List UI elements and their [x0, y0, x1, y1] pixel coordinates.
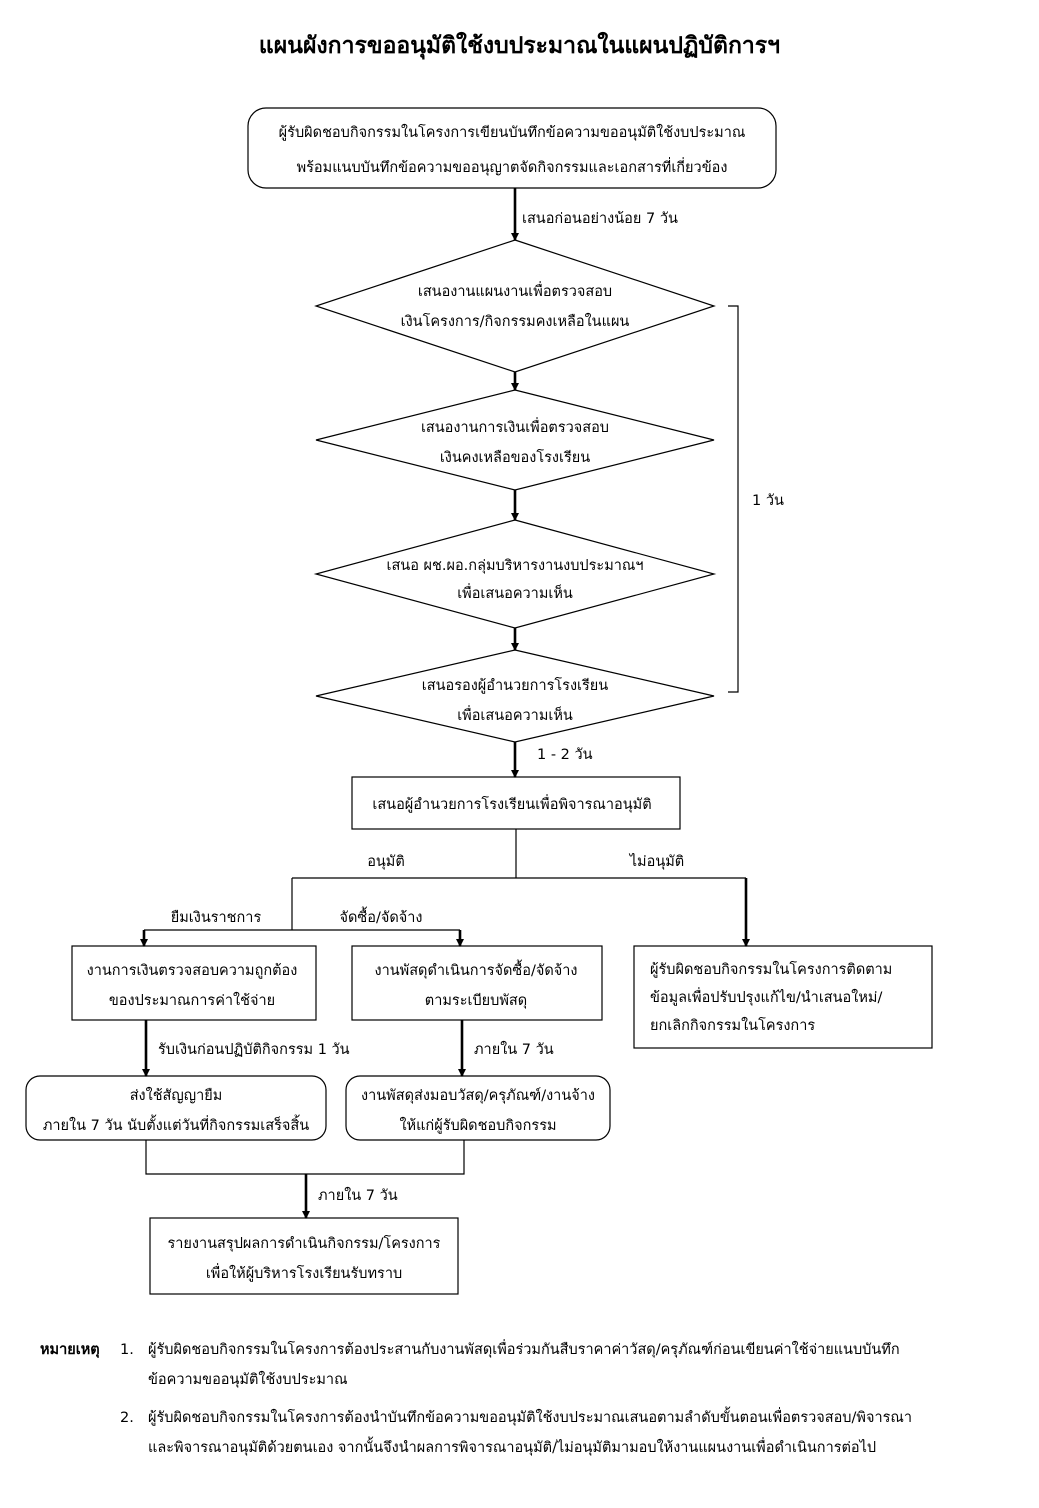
finance-box: [71, 945, 317, 1021]
loan-box-line-2: ภายใน 7 วัน นับตั้งแต่วันที่กิจกรรมเสร็จ…: [43, 1114, 309, 1134]
label-purchase: จัดซื้อ/จัดจ้าง: [340, 906, 423, 926]
finance-box-line-2: ของประมาณการค่าใช้จ่าย: [109, 991, 275, 1009]
label-before-7-days: เสนอก่อนอย่างน้อย 7 วัน: [522, 210, 678, 227]
notes-section: หมายเหตุ 1. ผู้รับผิดชอบกิจกรรมในโครงการ…: [40, 1335, 1000, 1471]
report-box-line-2: เพื่อให้ผู้บริหารโรงเรียนรับทราบ: [206, 1263, 402, 1282]
loan-box-line-1: ส่งใช้สัญญายืม: [130, 1086, 223, 1104]
label-not-approved: ไม่อนุมัติ: [629, 852, 684, 870]
label-approved: อนุมัติ: [367, 854, 405, 870]
supply-box: [351, 945, 603, 1021]
decision-plan-check: [314, 239, 716, 373]
note-line: ข้อความขออนุมัติใช้งบประมาณ: [148, 1372, 348, 1388]
reject-box-line-3: ยกเลิกกิจกรรมในโครงการ: [650, 1016, 815, 1034]
deputy-line-2: เพื่อเสนอความเห็น: [457, 705, 573, 724]
supply-box-line-2: ตามระเบียบพัสดุ: [425, 992, 527, 1009]
reject-box: [633, 945, 933, 1049]
label-within-7-days-report: ภายใน 7 วัน: [318, 1186, 398, 1204]
note-number: 2.: [120, 1410, 134, 1426]
start-line-1: ผู้รับผิดชอบกิจกรรมในโครงการเขียนบันทึกข…: [279, 123, 746, 141]
note-number: 1.: [120, 1342, 134, 1358]
decision-budget-assistant: [313, 519, 717, 629]
finance-check-line-1: เสนองานการเงินเพื่อตรวจสอบ: [421, 417, 609, 436]
label-one-day: 1 วัน: [752, 493, 784, 509]
deliver-box: [345, 1075, 611, 1141]
reject-box-line-2: ข้อมูลเพื่อปรับปรุงแก้ไข/นำเสนอใหม่/: [650, 987, 882, 1006]
finance-check-line-2: เงินคงเหลือของโรงเรียน: [440, 448, 590, 466]
label-one-two-days: 1 - 2 วัน: [537, 747, 593, 763]
assistant-line-2: เพื่อเสนอความเห็น: [457, 583, 573, 602]
note-item: หมายเหตุ 1. ผู้รับผิดชอบกิจกรรมในโครงการ…: [40, 1335, 1000, 1395]
loan-box: [25, 1075, 327, 1141]
page-title: แผนผังการขออนุมัติใช้งบประมาณในแผนปฏิบัต…: [258, 33, 781, 59]
decision-deputy-director: [315, 649, 715, 743]
label-within-7-days-supply: ภายใน 7 วัน: [474, 1040, 554, 1058]
start-line-2: พร้อมแนบบันทึกข้อความขออนุญาตจัดกิจกรรมแ…: [297, 157, 728, 176]
plan-check-line-2: เงินโครงการ/กิจกรรมคงเหลือในแผน: [401, 312, 630, 330]
finance-box-line-1: งานการเงินตรวจสอบความถูกต้อง: [87, 962, 298, 979]
decision-finance-check: [315, 389, 715, 491]
notes-label: หมายเหตุ: [40, 1342, 100, 1358]
plan-check-line-1: เสนองานแผนงานเพื่อตรวจสอบ: [418, 281, 612, 300]
approve-text: เสนอผู้อำนวยการโรงเรียนเพื่อพิจารณาอนุมั…: [372, 794, 651, 813]
reject-box-line-1: ผู้รับผิดชอบกิจกรรมในโครงการติดตาม: [650, 960, 892, 978]
deputy-line-1: เสนอรองผู้อำนวยการโรงเรียน: [422, 676, 609, 694]
note-item: 2. ผู้รับผิดชอบกิจกรรมในโครงการต้องนำบัน…: [40, 1403, 1000, 1463]
note-line: ผู้รับผิดชอบกิจกรรมในโครงการต้องประสานกั…: [148, 1342, 900, 1358]
note-line: และพิจารณาอนุมัติด้วยตนเอง จากนั้นจึงนำผ…: [148, 1440, 877, 1456]
line-merge: [145, 1140, 465, 1175]
report-box: [149, 1217, 459, 1295]
label-borrow: ยืมเงินราชการ: [171, 909, 262, 926]
label-receive-money: รับเงินก่อนปฏิบัติกิจกรรม 1 วัน: [158, 1042, 350, 1058]
deliver-box-line-2: ให้แก่ผู้รับผิดชอบกิจกรรม: [399, 1116, 556, 1134]
note-line: ผู้รับผิดชอบกิจกรรมในโครงการต้องนำบันทึก…: [148, 1410, 912, 1426]
assistant-line-1: เสนอ ผช.ผอ.กลุ่มบริหารงานงบประมาณฯ: [387, 558, 644, 574]
flowchart: ผู้รับผิดชอบกิจกรรมในโครงการเขียนบันทึกข…: [25, 107, 933, 1295]
deliver-box-line-1: งานพัสดุส่งมอบวัสดุ/ครุภัณฑ์/งานจ้าง: [361, 1087, 595, 1104]
report-box-line-1: รายงานสรุปผลการดำเนินกิจกรรม/โครงการ: [168, 1234, 441, 1252]
bracket-one-day: [728, 305, 739, 693]
start-box: [247, 107, 777, 189]
supply-box-line-1: งานพัสดุดำเนินการจัดซื้อ/จัดจ้าง: [375, 959, 578, 979]
